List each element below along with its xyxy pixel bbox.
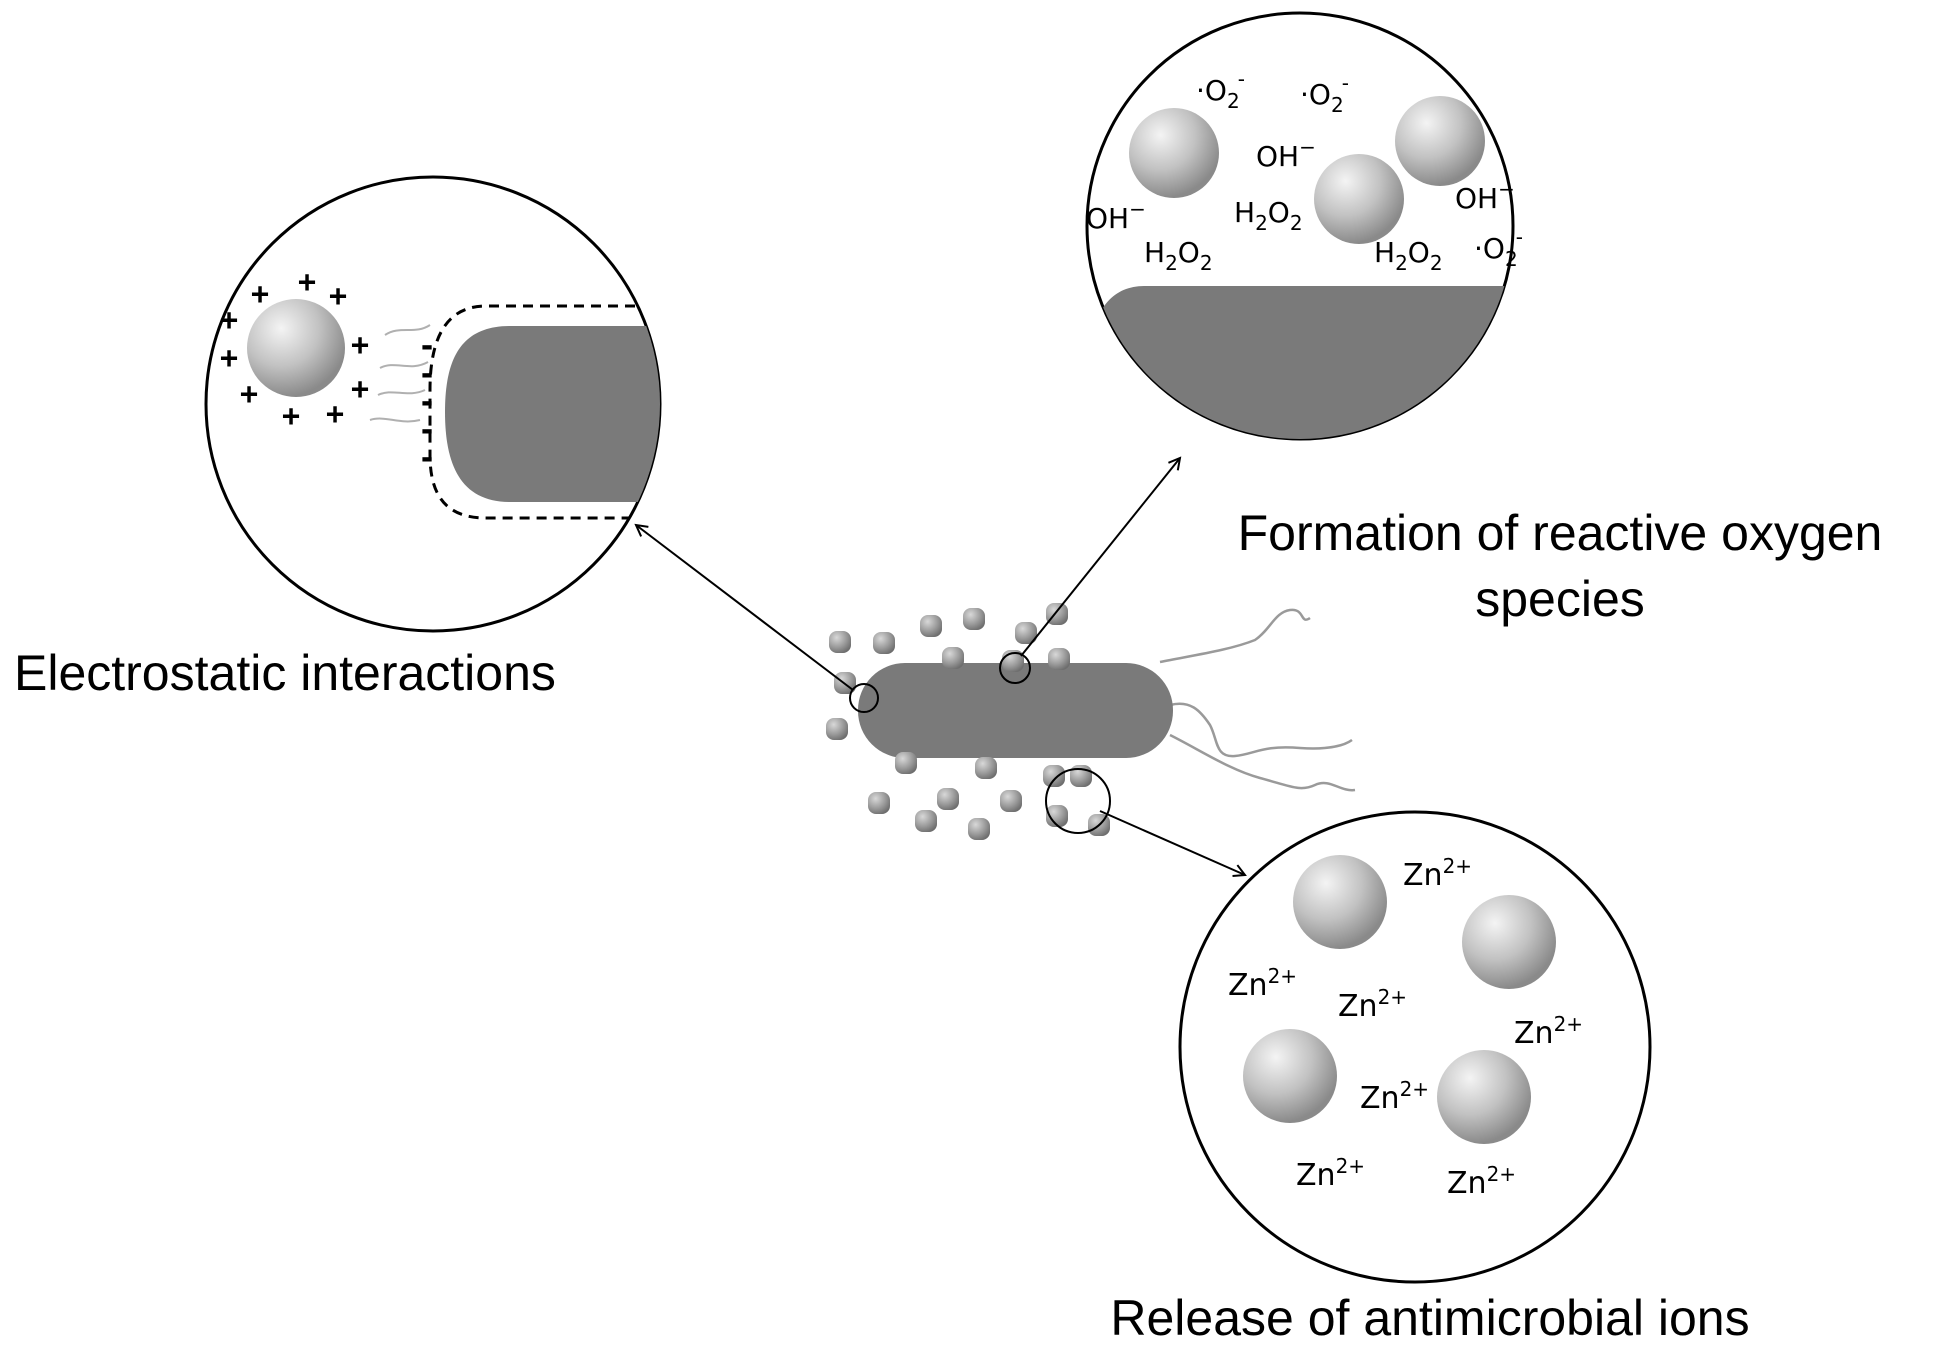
nanoparticle [1437,1050,1531,1144]
bead [1048,648,1070,670]
superoxide-label: ·O2- [1474,225,1523,271]
zinc-ion-label: Zn2+ [1447,1162,1516,1201]
positive-sign: + [329,279,347,314]
hydroxyl-label: OH− [1256,135,1316,173]
zinc-ion-label: Zn2+ [1514,1012,1583,1051]
zoom-marker-electrostatic [849,683,879,713]
bead [1000,790,1022,812]
zoom-marker-ions [1045,768,1111,834]
bead [942,647,964,669]
peroxide-label: H2O2 [1374,236,1443,275]
flagellum-1 [1159,608,1311,664]
positive-sign: + [240,377,258,412]
nanoparticle [1314,154,1404,244]
nanoparticle [1129,108,1219,198]
positive-sign: + [220,303,238,338]
negative-sign: - [418,441,436,476]
bead [968,818,990,840]
caption-ions: Release of antimicrobial ions [1110,1290,1749,1346]
positive-sign: + [326,397,344,432]
flagellum-3 [1169,733,1356,792]
zinc-ion-label: Zn2+ [1296,1154,1365,1193]
caption-ros-line1: Formation of reactive oxygen [1238,505,1883,561]
caption-ros-line2: species [1475,571,1645,627]
nanoparticle [1243,1029,1337,1123]
cell-surface [1087,286,1513,439]
arrow-to-electrostatic [636,525,854,691]
bead [963,608,985,630]
hydroxyl-label: OH− [1086,197,1146,235]
ros-panel: ·O2- ·O2- ·O2- OH− OH− OH− H2O2 H2O2 H2O… [1085,11,1523,441]
negative-sign: - [418,357,436,392]
bead [1015,622,1037,644]
positive-sign: + [298,265,316,300]
nanoparticle [1293,855,1387,949]
nanoparticle [1462,895,1556,989]
peroxide-label: H2O2 [1234,196,1303,235]
negative-sign: - [418,385,436,420]
bead [1043,765,1065,787]
cell-membrane-dashed [428,304,660,520]
bead [915,810,937,832]
bead [829,631,851,653]
bead [868,792,890,814]
negative-sign: - [418,413,436,448]
hydroxyl-label: OH− [1455,177,1515,215]
superoxide-label: ·O2- [1300,71,1349,117]
ion-panel: Zn2+ Zn2+ Zn2+ Zn2+ Zn2+ Zn2+ Zn2+ [1178,810,1652,1284]
zoom-marker-ros [999,652,1031,684]
superoxide-label: ·O2- [1196,67,1245,113]
nanoparticle [1395,96,1485,186]
positive-sign: + [351,328,369,363]
flagellum-2 [1169,702,1353,758]
positive-sign: + [251,277,269,312]
bead [1046,805,1068,827]
bead [975,757,997,779]
bacterium-body [858,663,1173,758]
cell-wall [445,326,660,502]
flagella-lines [369,324,431,423]
arrow-to-ions [1099,810,1245,875]
positive-charges: + + + + + + + + + + [220,265,369,434]
nanoparticle [247,299,345,397]
zinc-ion-label: Zn2+ [1338,985,1407,1024]
electrostatic-panel: - - - - - + + + + + + + + + + [204,175,662,633]
central-bacterium [826,603,1356,840]
peroxide-label: H2O2 [1144,236,1213,275]
bead [920,615,942,637]
arrow-to-ros [1020,458,1180,657]
negative-sign: - [418,329,436,364]
bead [937,788,959,810]
positive-sign: + [282,399,300,434]
positive-sign: + [220,341,238,376]
bead [826,718,848,740]
zinc-ion-label: Zn2+ [1360,1077,1429,1116]
positive-sign: + [351,372,369,407]
zinc-ion-label: Zn2+ [1403,854,1472,893]
bead [895,752,917,774]
caption-electrostatic: Electrostatic interactions [14,645,556,701]
bead [873,632,895,654]
zinc-ion-label: Zn2+ [1228,964,1297,1003]
